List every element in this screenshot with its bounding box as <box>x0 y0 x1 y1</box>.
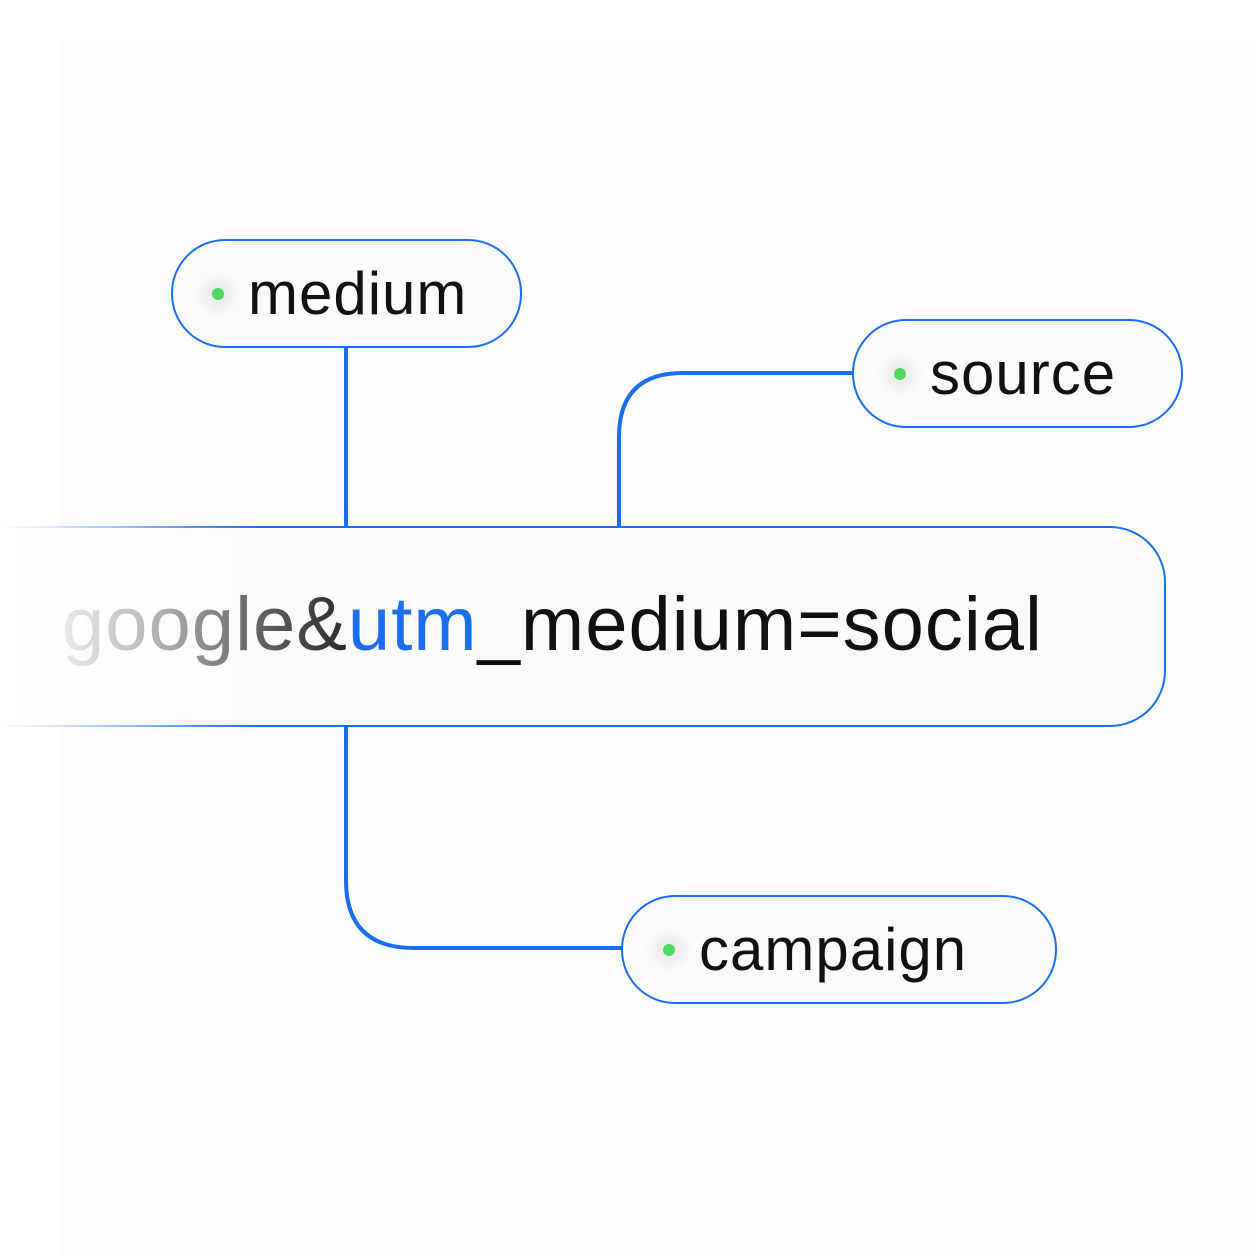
status-dot-icon <box>663 943 675 956</box>
node-campaign-label: campaign <box>699 916 968 983</box>
status-dot-icon <box>212 287 224 300</box>
node-medium: medium <box>171 239 522 348</box>
node-campaign: campaign <box>621 895 1057 1004</box>
url-faded-segment: google& <box>62 582 348 667</box>
node-medium-label: medium <box>248 260 468 327</box>
url-rest-segment: _medium=social <box>477 582 1043 667</box>
url-key-highlight: utm <box>347 582 478 667</box>
node-source: source <box>852 319 1183 428</box>
url-parameter-text: google&utm_medium=social <box>62 582 1043 668</box>
node-source-label: source <box>930 340 1117 407</box>
status-dot-icon <box>894 367 906 380</box>
connector-source <box>617 371 852 526</box>
connector-campaign <box>344 727 621 950</box>
